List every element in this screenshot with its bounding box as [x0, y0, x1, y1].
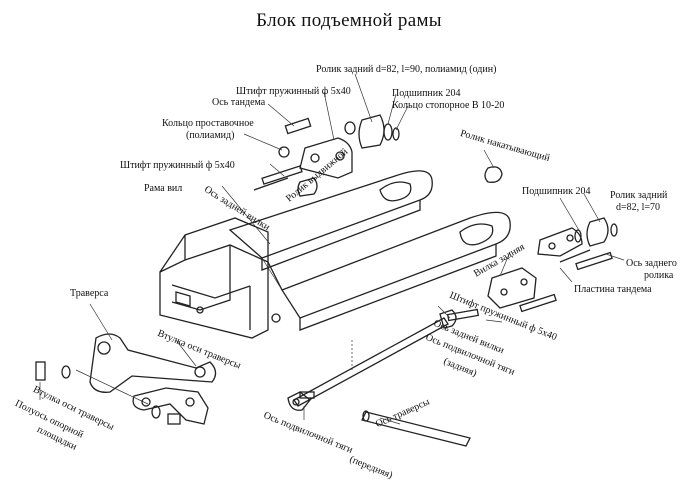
- fork-frame-drawing: [159, 170, 511, 370]
- label-spring-pin-top: Штифт пружинный ф 5х40: [236, 86, 351, 97]
- label-tandem-plate: Пластина тандема: [574, 284, 652, 295]
- right-tandem-assembly: [484, 166, 618, 313]
- push-rod-drawing: [287, 308, 480, 447]
- label-rear-roller-axle-line1: Ось заднего: [626, 258, 677, 269]
- traverse-assembly: [35, 333, 217, 425]
- label-spacer-ring-line1: Кольцо проставочное: [162, 118, 254, 129]
- label-rear-roller-right-line1: Ролик задний: [610, 190, 668, 201]
- leader-lines: [39, 73, 625, 425]
- label-spring-pin-mid: Штифт пружинный ф 5х40: [120, 160, 235, 171]
- label-rear-roller-axle-line2: ролика: [644, 270, 674, 281]
- label-spacer-ring-line2: (полиамид): [186, 130, 235, 141]
- label-fork-frame: Рама вил: [144, 183, 183, 194]
- label-bearing-204-right: Подшипник 204: [522, 186, 591, 197]
- diagram-title: Блок подъемной рамы: [256, 10, 442, 31]
- label-traverse: Траверса: [70, 288, 109, 299]
- label-rear-roller-top: Ролик задний d=82, l=90, полиамид (один): [316, 64, 497, 75]
- label-rear-roller-right-line2: d=82, l=70: [616, 202, 661, 213]
- label-bearing-204-top: Подшипник 204: [392, 88, 461, 99]
- label-tandem-axle: Ось тандема: [212, 97, 266, 108]
- top-tandem-assembly: [253, 114, 400, 197]
- label-retaining-ring: Кольцо стопорное В 10-20: [392, 100, 505, 111]
